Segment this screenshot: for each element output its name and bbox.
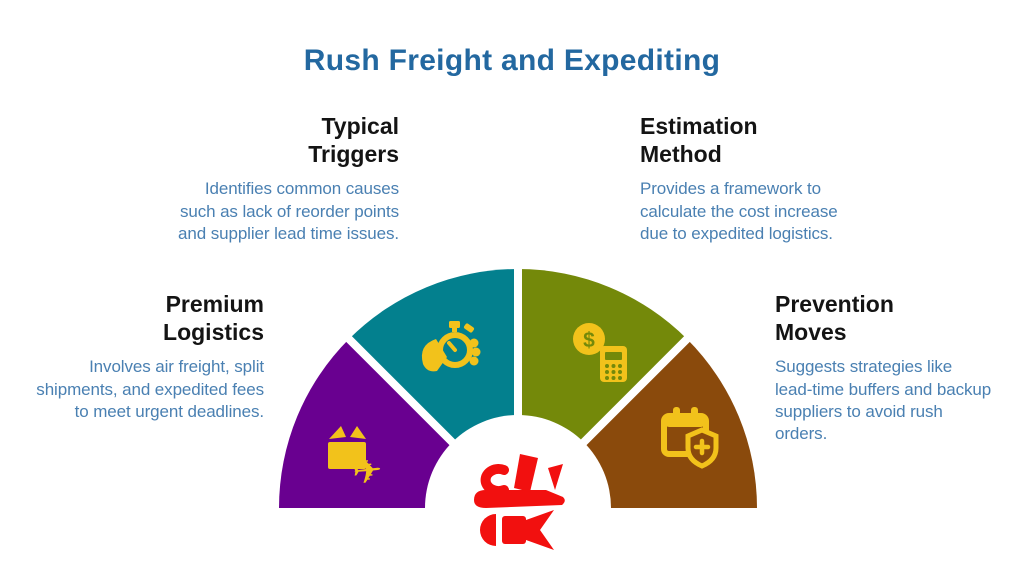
premium-logistics-description: Involves air freight, split shipments, a… [36, 357, 264, 421]
text-block-premium-logistics: Premium Logistics Involves air freight, … [20, 290, 264, 423]
svg-text:✈: ✈ [350, 450, 384, 494]
premium-logistics-heading: Premium Logistics [163, 291, 264, 346]
prevention-moves-heading: Prevention Moves [775, 291, 894, 346]
typical-triggers-heading: Typical Triggers [308, 113, 399, 168]
coin-calculator-icon: $ [573, 323, 627, 382]
calendar-shield-icon [661, 407, 719, 469]
hand-stopwatch-icon [421, 321, 481, 372]
estimation-method-description: Provides a framework to calculate the co… [640, 179, 838, 243]
svg-text:$: $ [583, 329, 595, 352]
typical-triggers-description: Identifies common causes such as lack of… [178, 179, 399, 243]
text-block-typical-triggers: Typical Triggers Identifies common cause… [169, 112, 399, 245]
prevention-moves-description: Suggests strategies like lead-time buffe… [775, 357, 992, 444]
text-block-estimation-method: Estimation Method Provides a framework t… [640, 112, 842, 245]
text-block-prevention-moves: Prevention Moves Suggests strategies lik… [775, 290, 993, 446]
page-title: Rush Freight and Expediting [303, 44, 721, 77]
estimation-method-heading: Estimation Method [640, 113, 758, 168]
red-cargo-plane-logo [474, 454, 565, 550]
package-airplane-icon: ✈ [328, 426, 384, 494]
